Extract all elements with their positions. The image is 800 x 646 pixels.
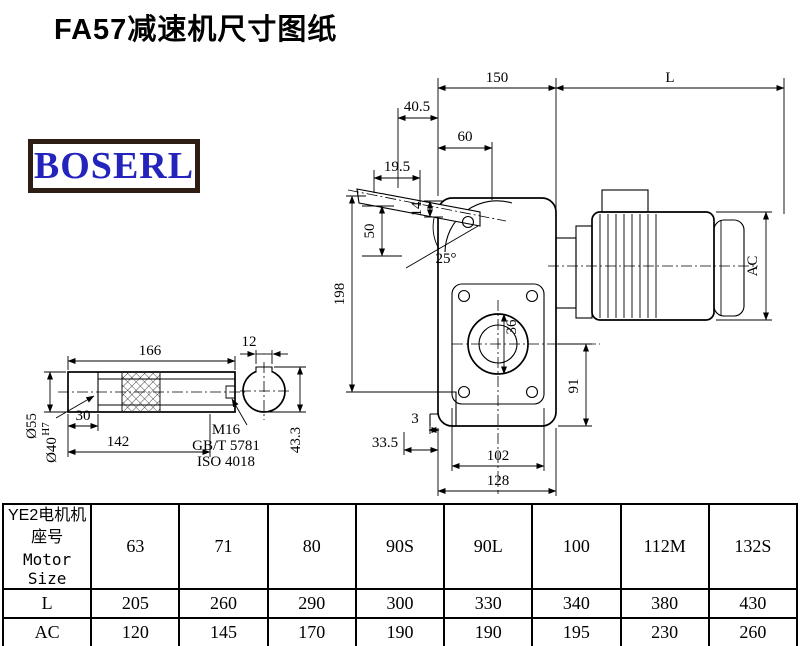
dim-o40-tolerance-label: H7 — [40, 422, 52, 436]
dimensions-right: AC 91 36 — [500, 211, 772, 427]
dim-128-label: 128 — [487, 473, 510, 489]
size-header: 112M — [619, 502, 710, 591]
dim-30-label: 30 — [76, 408, 91, 424]
value-cell: 300 — [354, 588, 446, 620]
dim-L-label: L — [665, 70, 674, 86]
size-header: 63 — [90, 502, 181, 591]
value-cell: 260 — [178, 588, 269, 620]
dim-19-5-label: 19.5 — [384, 159, 410, 175]
dim-150-label: 150 — [486, 70, 509, 86]
header-cn: YE2电机机座号 — [7, 507, 87, 547]
value-cell: 120 — [90, 617, 181, 646]
dimensions-left: 50 198 14 25° — [332, 195, 457, 393]
header-en: Motor Size — [23, 549, 72, 588]
dim-o40-label: Ø40 — [44, 437, 60, 463]
dim-36-label: 36 — [504, 319, 520, 335]
dim-142-label: 142 — [107, 434, 130, 450]
standard-gb5781-label: GB/T 5781 — [192, 438, 260, 454]
dim-198-label: 198 — [332, 283, 348, 306]
boserl-logo: BOSERL — [28, 139, 200, 193]
thread-m16-label: M16 — [212, 422, 241, 438]
row-label: AC — [1, 617, 93, 646]
size-header: 100 — [531, 502, 622, 591]
dim-o55-label: Ø55 — [24, 413, 40, 439]
page-title: FA57减速机尺寸图纸 — [54, 14, 338, 46]
dim-14-label: 14 — [409, 201, 425, 217]
value-cell: 230 — [619, 617, 710, 646]
dim-3-label: 3 — [411, 411, 419, 427]
header-motor-size-cell: YE2电机机座号 Motor Size — [1, 502, 93, 591]
dim-12-label: 12 — [242, 334, 257, 350]
dim-102-label: 102 — [487, 448, 510, 464]
dim-91-label: 91 — [566, 379, 582, 394]
gearbox-housing — [429, 197, 600, 494]
shaft-detail-view: 166 30 142 Ø55 Ø40 H7 M16 GB/T 5781 ISO … — [24, 343, 260, 470]
value-cell: 190 — [354, 617, 446, 646]
size-header: 132S — [707, 502, 799, 591]
dimensions-top: 150 L 40.5 60 19.5 — [373, 70, 785, 214]
table-row-L: L 205 260 290 300 330 340 380 430 — [1, 588, 799, 620]
dim-40-5-label: 40.5 — [404, 99, 430, 115]
value-cell: 380 — [619, 588, 710, 620]
value-cell: 190 — [443, 617, 534, 646]
dim-166-label: 166 — [139, 343, 162, 359]
value-cell: 195 — [531, 617, 622, 646]
bore-section-view: 12 43.3 — [240, 334, 306, 453]
size-header: 71 — [178, 502, 269, 591]
dim-50-label: 50 — [362, 224, 378, 239]
motor-size-table: YE2电机机座号 Motor Size 63 71 80 90S 90L 100… — [1, 502, 799, 646]
standard-iso4018-label: ISO 4018 — [197, 454, 255, 470]
value-cell: 145 — [178, 617, 269, 646]
dim-25deg-label: 25° — [436, 251, 457, 267]
dim-60-label: 60 — [458, 129, 473, 145]
value-cell: 430 — [707, 588, 799, 620]
dim-AC-label: AC — [745, 256, 761, 277]
table-header-row: YE2电机机座号 Motor Size 63 71 80 90S 90L 100… — [1, 502, 799, 591]
boserl-logo-text: BOSERL — [33, 145, 195, 187]
dim-33-5-label: 33.5 — [372, 435, 398, 451]
motor — [548, 189, 758, 321]
size-header: 80 — [266, 502, 357, 591]
dim-43-3-label: 43.3 — [288, 427, 304, 453]
value-cell: 330 — [443, 588, 534, 620]
value-cell: 340 — [531, 588, 622, 620]
technical-drawing: 150 L 40.5 60 19.5 50 198 14 25° AC 91 3… — [24, 70, 785, 496]
table-row-AC: AC 120 145 170 190 190 195 230 260 — [1, 617, 799, 646]
value-cell: 290 — [266, 588, 357, 620]
value-cell: 260 — [707, 617, 799, 646]
size-header: 90S — [354, 502, 446, 591]
row-label: L — [1, 588, 93, 620]
value-cell: 170 — [266, 617, 357, 646]
dimensions-bottom: 3 33.5 102 128 — [372, 408, 557, 496]
size-header: 90L — [443, 502, 534, 591]
value-cell: 205 — [90, 588, 181, 620]
